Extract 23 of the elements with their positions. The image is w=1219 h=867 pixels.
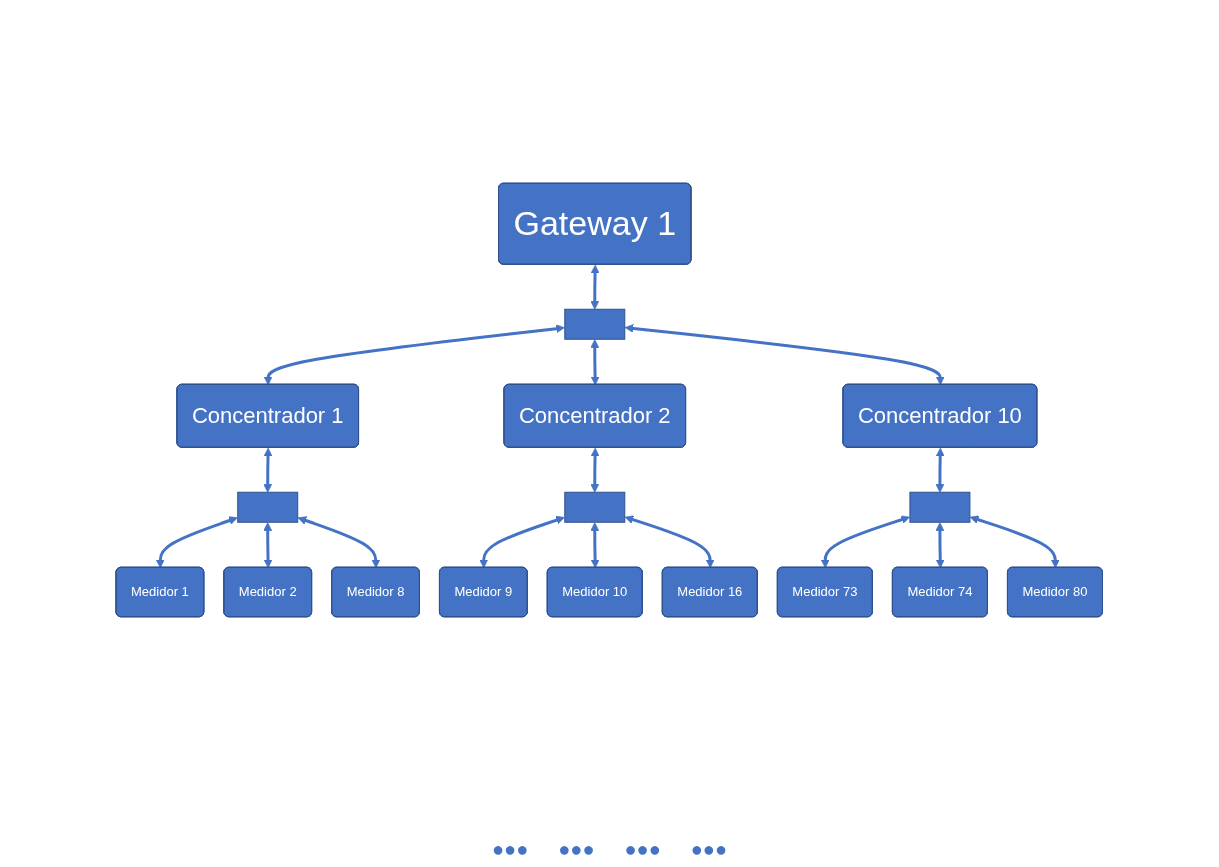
arrow <box>625 324 945 386</box>
arrow <box>935 447 945 493</box>
node-bar <box>564 308 626 340</box>
arrow <box>970 515 1060 569</box>
arrow <box>590 447 600 493</box>
arrow <box>935 522 945 569</box>
arrow <box>297 516 381 569</box>
node-bar <box>237 491 299 523</box>
arrow <box>821 515 911 569</box>
arrow <box>263 522 273 569</box>
arrow <box>156 516 238 569</box>
node-bar <box>564 491 626 523</box>
arrow <box>625 515 715 569</box>
arrow <box>590 264 600 310</box>
arrow <box>479 515 566 569</box>
ellipsis-dots: ●●● <box>624 838 661 861</box>
node-bar <box>909 491 971 523</box>
ellipsis-dots: ●●● <box>492 838 529 861</box>
arrow <box>590 522 600 569</box>
arrow <box>590 339 600 386</box>
arrow <box>263 447 273 493</box>
ellipsis-dots: ●●● <box>690 838 727 861</box>
ellipsis-dots: ●●● <box>558 838 595 861</box>
